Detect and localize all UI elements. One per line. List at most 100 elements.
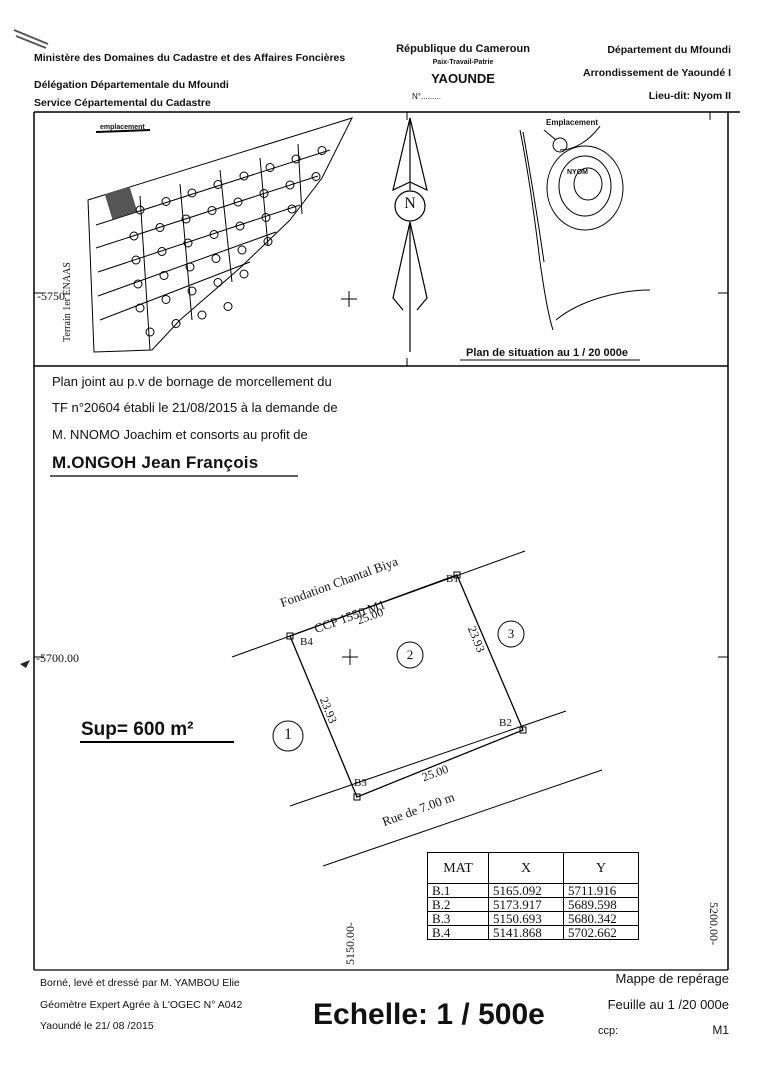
header-motto: Paix-Travail-Patrie [432, 59, 494, 66]
boundary-b3: B3 [354, 777, 367, 789]
cell-y: 5702.662 [563, 925, 639, 940]
surface-area: Sup= 600 m² [81, 719, 194, 740]
lot-marker [131, 255, 141, 265]
parcel-number-2: 2 [406, 647, 414, 662]
situation-place-label: NYOM [567, 169, 588, 176]
lot-marker [285, 180, 295, 190]
lot-marker [287, 204, 297, 214]
x-coordinate-left: 5150.00- [343, 922, 357, 965]
header-department: Département du Mfoundi [607, 44, 731, 56]
lot-marker [291, 154, 301, 164]
lot-marker [263, 237, 273, 246]
lot-marker [171, 319, 181, 328]
boundary-b4: B4 [300, 636, 313, 648]
north-arrow [392, 117, 428, 352]
situation-caption: Plan de situation au 1 / 20 000e [466, 347, 629, 359]
lot-marker [237, 245, 247, 255]
lot-marker [211, 254, 221, 263]
lot-marker [181, 214, 191, 224]
table-header-row: MAT X Y [427, 852, 639, 884]
north-letter: N [404, 195, 416, 212]
parcel-plan [231, 550, 603, 867]
y-coordinate-top: -5750 [37, 289, 65, 303]
lot-markers [129, 146, 327, 337]
boundary-b1: B1 [446, 573, 459, 585]
lot-marker [239, 171, 249, 181]
lot-marker [259, 189, 269, 198]
header-ministry: Ministère des Domaines du Cadastre et de… [34, 52, 346, 64]
header-city: YAOUNDE [431, 71, 495, 86]
footer-date: Yaoundé le 21/ 08 /2015 [40, 1020, 154, 1032]
lot-marker [155, 223, 165, 232]
cell-x: 5165.092 [488, 883, 564, 898]
lot-marker [187, 286, 197, 296]
cell-x: 5150.693 [488, 911, 564, 926]
lot-marker [129, 231, 139, 241]
cell-mat: B.3 [427, 911, 489, 926]
lot-marker [187, 188, 197, 198]
header-mat: MAT [427, 852, 489, 884]
cell-x: 5141.868 [488, 925, 564, 940]
parcel-number-1: 1 [284, 726, 292, 743]
cell-y: 5680.342 [563, 911, 639, 926]
header-arrondissement: Arrondissement de Yaoundé I [582, 67, 731, 79]
header-ref: N°......... [412, 92, 441, 101]
lot-marker [239, 269, 249, 279]
beneficiary-name: M.ONGOH Jean François [52, 453, 259, 472]
lot-marker [223, 302, 233, 311]
lot-marker [213, 278, 223, 287]
cell-mat: B.2 [427, 897, 489, 912]
footer-mappe: Mappe de repérage [615, 971, 729, 986]
header-y: Y [563, 852, 639, 884]
lot-marker [135, 205, 145, 215]
footer-accreditation: Géomètre Expert Agrée à L'OGEC N° A042 [40, 999, 243, 1011]
header-delegation: Délégation Départementale du Mfoundi [34, 79, 229, 91]
lot-marker [161, 197, 171, 206]
lot-marker [265, 163, 275, 172]
footer-feuille: Feuille au 1 /20 000e [607, 997, 729, 1012]
footer-ccp-value: M1 [712, 1023, 729, 1037]
lot-marker [197, 310, 207, 320]
table-row: B.1 5165.092 5711.916 [427, 883, 639, 898]
lot-marker [159, 271, 169, 280]
lot-marker [261, 213, 271, 222]
pen-mark [20, 660, 30, 668]
cell-mat: B.4 [427, 925, 489, 940]
lot-marker [317, 146, 327, 155]
boundary-coordinates-table: MAT X Y B.1 5165.092 5711.916 B.2 5173.9… [427, 852, 639, 940]
table-row: B.3 5150.693 5680.342 [427, 911, 639, 926]
table-row: B.4 5141.868 5702.662 [427, 925, 639, 940]
situation-map [519, 125, 651, 331]
lot-marker [161, 295, 171, 304]
lot-marker [183, 238, 193, 248]
lot-marker [209, 230, 219, 239]
header-republic: République du Cameroun [396, 43, 530, 55]
lot-marker [157, 247, 167, 256]
header-x: X [488, 852, 564, 884]
intro-line-3: M. NNOMO Joachim et consorts au profit d… [52, 427, 308, 442]
lot-marker [185, 262, 195, 272]
footer-surveyor: Borné, levé et dressé par M. YAMBOU Elie [40, 977, 240, 989]
boundary-b2: B2 [499, 717, 512, 729]
lot-marker [311, 172, 321, 181]
lot-marker [133, 279, 143, 289]
terrain-label: Terrain 1er ENAAS [62, 262, 73, 342]
scale-label: Echelle: 1 / 500e [313, 998, 545, 1031]
cell-y: 5689.598 [563, 897, 639, 912]
grid-cross [341, 291, 357, 307]
header-lieu-dit: Lieu-dit: Nyom II [648, 90, 731, 102]
parcel-number-3: 3 [507, 626, 515, 641]
lot-marker [235, 221, 245, 231]
y-coordinate-plan: -5700.00 [36, 651, 79, 665]
footer-ccp-label: ccp: [598, 1025, 619, 1037]
emplacement-label: emplacement [100, 124, 145, 131]
header-service: Service Cépartemental du Cadastre [34, 97, 211, 109]
cell-y: 5711.916 [563, 883, 639, 898]
situation-emplacement-label: Emplacement [546, 118, 599, 127]
lot-marker [145, 327, 155, 337]
lot-marker [233, 197, 243, 207]
subdivision-map [87, 117, 353, 353]
x-coordinate-right: 5200.00- [707, 902, 721, 945]
cell-mat: B.1 [427, 883, 489, 898]
